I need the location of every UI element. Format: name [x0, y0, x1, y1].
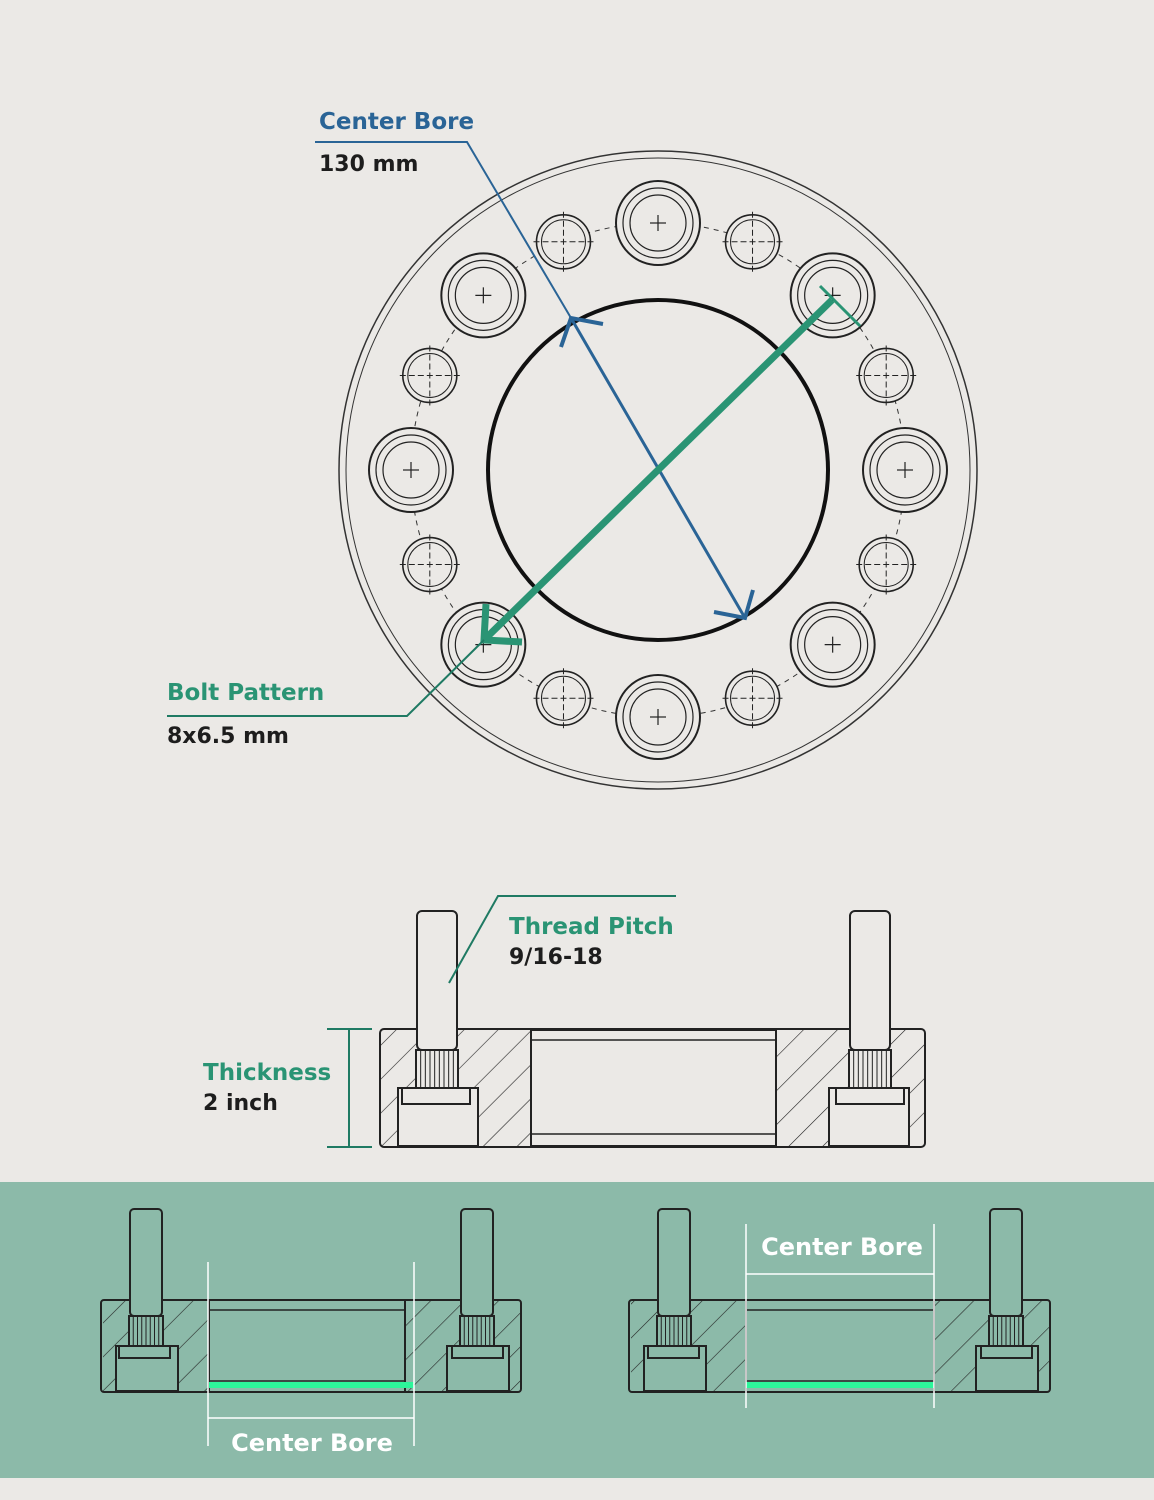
bolt-hole-icon: [615, 674, 701, 760]
bolt-hole-icon: [862, 427, 948, 513]
stud-icon: [975, 1208, 1039, 1392]
bolt-hole-icon: [615, 180, 701, 266]
small-hole-icon: [722, 668, 783, 729]
thread-pitch-label: Thread Pitch: [509, 914, 674, 940]
spacer-outer-ring-inner-edge: [345, 157, 971, 783]
spacer-outer-ring: [338, 150, 978, 790]
side-section-view: Thread Pitch 9/16-18 Thickness 2 inch: [203, 895, 926, 1148]
bolt-pattern-label: Bolt Pattern: [167, 680, 324, 706]
small-hole-icon: [399, 345, 460, 406]
thickness-value: 2 inch: [203, 1091, 278, 1116]
bolt-pattern-value: 8x6.5 mm: [167, 724, 289, 749]
small-hole-icon: [856, 345, 917, 406]
thickness-label: Thickness: [203, 1060, 331, 1086]
thread-pitch-value: 9/16-18: [509, 945, 603, 970]
panel-left-label: Center Bore: [231, 1429, 393, 1457]
top-view: Center Bore 130 mm Bolt Pattern 8x6.5 mm: [167, 109, 978, 790]
hub-centric-section-left: [100, 1208, 522, 1446]
thread-pitch-leader: [448, 895, 676, 984]
center-bore-circle: [486, 298, 830, 642]
small-hole-icon: [533, 668, 594, 729]
hub-centric-section-right: [628, 1208, 1051, 1408]
bolt-hole-icon: [789, 601, 876, 688]
bolt-hole-icon: [440, 252, 527, 339]
bolt-holes: [368, 180, 948, 760]
small-hole-icon: [856, 534, 917, 595]
bolt-hole-icon: [368, 427, 454, 513]
small-hole-icon: [533, 211, 594, 272]
thickness-dimension: [327, 1028, 372, 1148]
center-bore-value: 130 mm: [319, 152, 418, 177]
stud-icon: [643, 1208, 707, 1392]
center-bore-section: [530, 1029, 777, 1147]
small-hole-icon: [399, 534, 460, 595]
panel-right-label: Center Bore: [761, 1233, 923, 1261]
stud-icon: [397, 910, 479, 1147]
stud-icon: [828, 910, 910, 1147]
stud-icon: [446, 1208, 510, 1392]
center-bore-label: Center Bore: [319, 109, 474, 135]
small-hole-icon: [722, 211, 783, 272]
stud-icon: [115, 1208, 179, 1392]
bolt-pattern-arrow: [167, 284, 862, 717]
